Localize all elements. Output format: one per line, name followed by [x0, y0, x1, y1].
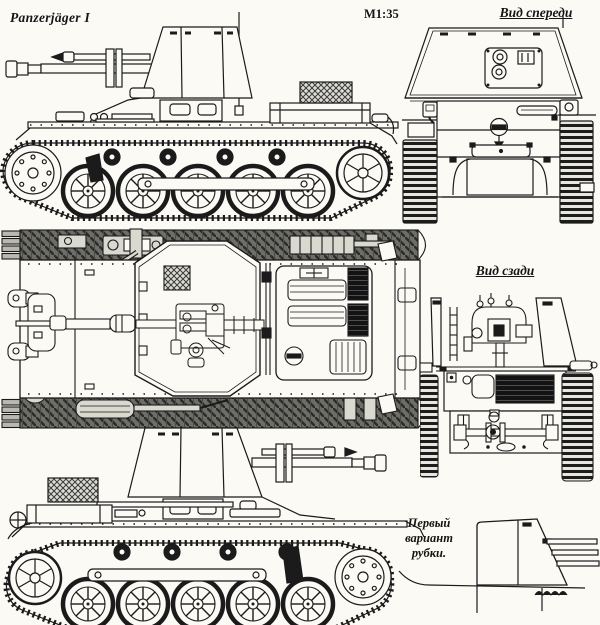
casemate-rear-walls [430, 297, 578, 367]
track-ends [1, 230, 21, 429]
rear-hull-plan [377, 240, 417, 415]
rear-idler [335, 145, 391, 201]
road-wheels [63, 166, 333, 216]
hull-superstructure [15, 87, 399, 141]
rear-idler [7, 550, 63, 606]
suspension-beam [85, 153, 315, 191]
hull-front [405, 97, 582, 198]
side-view-drawing [0, 12, 399, 221]
casemate [127, 427, 263, 498]
gun-barrel [251, 443, 387, 483]
tracks-rear [420, 360, 598, 482]
gun-breech [449, 293, 533, 368]
track-hint [534, 588, 568, 611]
casemate-front [404, 27, 583, 99]
road-wheels [63, 579, 333, 625]
gun-plan [15, 314, 159, 333]
engine-deck-plan [261, 263, 373, 381]
front-view-drawing [402, 15, 596, 224]
hull-superstructure [14, 496, 425, 538]
casemate-variant-label-line1: Первый [407, 516, 451, 530]
engine-deck [269, 81, 398, 145]
return-rollers [113, 543, 296, 561]
side-view-opposite-drawing [3, 427, 425, 625]
rear-view-drawing [420, 293, 598, 482]
scale-label: М1:35 [364, 7, 399, 21]
gun-barrels [546, 538, 600, 567]
fender-line [398, 570, 586, 589]
casemate-profile [476, 518, 569, 613]
suspension-beam [87, 568, 267, 582]
drive-sprocket [282, 545, 392, 606]
fenders-and-lights [402, 99, 596, 138]
tracks-front [402, 120, 595, 224]
rear-platform [436, 366, 576, 372]
rear-view-label: Вид сзади [475, 263, 535, 278]
engine-deck [7, 477, 113, 540]
front-view-label: Вид спереди [499, 5, 573, 20]
drive-sprocket [4, 144, 62, 202]
casemate-variant-label-line3: рубки. [411, 546, 447, 560]
casemate-first-variant-drawing [398, 518, 600, 613]
gun-mount-plan [135, 303, 265, 368]
rear-hull [443, 370, 567, 454]
return-rollers [103, 148, 286, 166]
sheet-title: Panzerjäger I [10, 10, 91, 25]
track-run [0, 139, 394, 221]
casemate-variant-label-line2: вариант [405, 531, 453, 545]
gun-barrel [5, 48, 153, 88]
casemate-variant-label: Первый вариант рубки. [394, 516, 464, 561]
casemate [140, 26, 253, 99]
plan-view-drawing [1, 228, 427, 429]
